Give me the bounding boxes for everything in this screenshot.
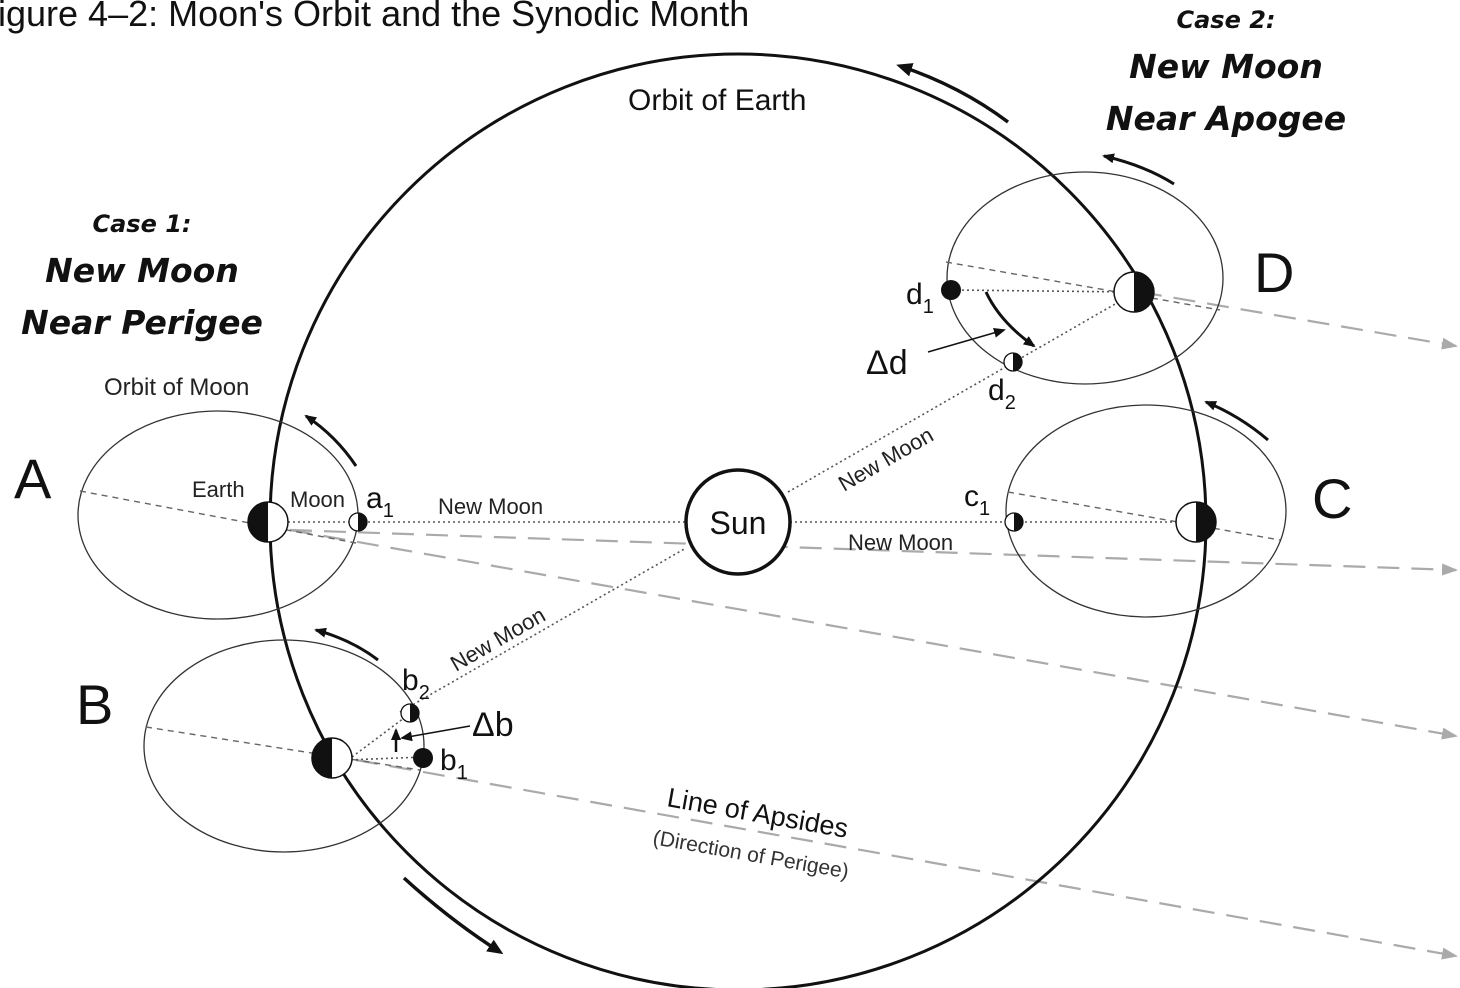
- case2-label: Case 2:: [1176, 6, 1275, 34]
- apsis-arrow-d: [1139, 290, 1458, 350]
- position-c: C: [1312, 467, 1352, 530]
- earth-d-to-d1: [951, 289, 1133, 293]
- label-a1: a1: [366, 482, 394, 522]
- moon-label: Moon: [290, 487, 345, 512]
- guide-b: [145, 726, 421, 771]
- moon-orbit-a: [77, 410, 359, 620]
- apsis-arrow-a: [289, 528, 1458, 740]
- earth-orbit-arrow-bottom: [402, 876, 504, 955]
- guide-c: [1007, 491, 1281, 541]
- position-d: D: [1254, 241, 1294, 304]
- case1-line2: Near Perigee: [21, 303, 263, 342]
- moon-d2: [1003, 352, 1023, 372]
- new-moon-label-b: New Moon: [446, 602, 550, 676]
- earth-label: Earth: [192, 477, 245, 502]
- moon-orbit-d: [946, 171, 1224, 385]
- moon-b2: [400, 703, 420, 723]
- moon-orbit-c: [1005, 404, 1287, 618]
- guide-a: [79, 490, 357, 544]
- new-moon-label-d: New Moon: [834, 422, 938, 496]
- delta-d-label: Δd: [866, 344, 908, 382]
- earth-b-to-b1: [345, 756, 425, 761]
- moon-d1: [941, 280, 961, 300]
- earth-a: [247, 501, 289, 543]
- label-b1: b1: [440, 744, 468, 784]
- case1-line1: New Moon: [45, 251, 239, 290]
- label-b2: b2: [402, 664, 430, 704]
- new-moon-label-a: New Moon: [438, 494, 543, 519]
- moon-orbit-arrow-a: [304, 414, 358, 467]
- delta-b-label: Δb: [472, 706, 514, 744]
- new-moon-label-c: New Moon: [848, 530, 953, 555]
- moon-b1: [413, 748, 433, 768]
- case2-line2: Near Apogee: [1106, 99, 1346, 138]
- label-c1: c1: [964, 480, 990, 520]
- apsis-arrow-c: [289, 528, 1458, 576]
- case1-label: Case 1:: [92, 210, 191, 238]
- position-a: A: [14, 447, 52, 510]
- figure-title: igure 4–2: Moon's Orbit and the Synodic …: [0, 0, 749, 34]
- orbit-of-moon-label: Orbit of Moon: [104, 374, 249, 401]
- earth-b: [311, 737, 353, 779]
- delta-d-motion-arrow: [984, 291, 1036, 348]
- case2-line1: New Moon: [1129, 47, 1323, 86]
- apsis-arrow-b: [355, 758, 1458, 960]
- orbit-of-earth-label: Orbit of Earth: [628, 84, 806, 117]
- delta-b-pointer: [400, 725, 471, 742]
- earth-c: [1175, 501, 1217, 543]
- moon-c1: [1004, 512, 1024, 532]
- newmoon-line-b: [399, 547, 687, 713]
- guide-d: [945, 261, 1221, 311]
- moon-orbit-arrow-c: [1204, 400, 1269, 442]
- delta-d-pointer: [927, 327, 1006, 353]
- label-d2: d2: [988, 374, 1016, 414]
- label-d1: d1: [906, 278, 934, 318]
- sun: [684, 468, 792, 576]
- newmoon-line-d: [787, 291, 1137, 493]
- earth-orbit-arrow-top: [896, 63, 1010, 124]
- earth-d: [1113, 271, 1155, 313]
- earth-b-to-b2: [347, 711, 413, 761]
- moon-orbit-arrow-b: [314, 627, 379, 662]
- moon-orbit-b: [143, 639, 425, 853]
- position-b: B: [76, 673, 113, 736]
- sun-label: Sun: [710, 505, 767, 541]
- moon-orbit-arrow-d: [1102, 153, 1175, 186]
- moon-a1: [348, 512, 368, 532]
